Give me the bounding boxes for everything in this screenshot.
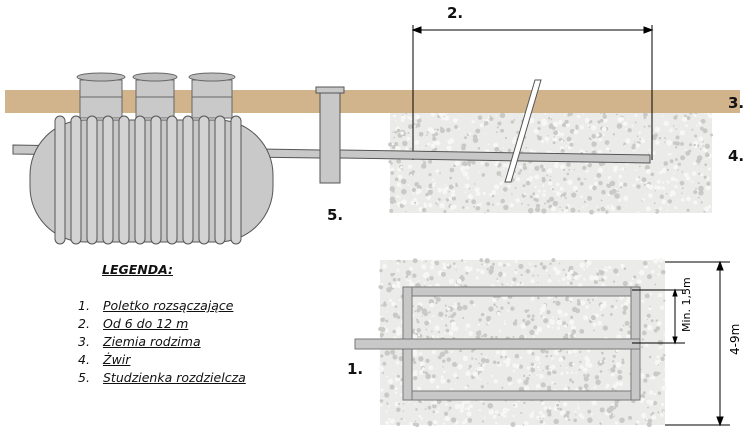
legend-text: Poletko rozsączające [103, 298, 234, 313]
width-label: 4-9m [728, 323, 742, 355]
width-dimension [632, 260, 730, 427]
legend-text: Ziemia rodzima [103, 334, 201, 349]
distribution-box [315, 86, 345, 184]
legend-num: 3. [78, 334, 90, 349]
legend-num: 1. [78, 298, 90, 313]
legend-num: 2. [78, 316, 90, 331]
legend-num: 5. [78, 370, 90, 385]
legend-item: 2. Od 6 do 12 m [78, 315, 246, 333]
legend-text: Od 6 do 12 m [103, 316, 189, 331]
label-1: 1. [347, 360, 364, 378]
label-3: 3. [728, 94, 745, 112]
legend-item: 5. Studzienka rozdzielcza [78, 369, 246, 387]
label-5: 5. [327, 206, 344, 224]
legend-item: 3. Ziemia rodzima [78, 333, 246, 351]
legend-text: Żwir [103, 352, 131, 367]
label-2: 2. [447, 4, 464, 22]
legend-item: 4. Żwir [78, 351, 246, 369]
label-4: 4. [728, 147, 745, 165]
legend: LEGENDA: 1. Poletko rozsączające 2. Od 6 d… [78, 262, 246, 387]
length-dimension [411, 25, 654, 160]
legend-text: Studzienka rozdzielcza [103, 370, 246, 385]
native-soil-layer [5, 90, 740, 113]
break-mark [504, 79, 542, 183]
gravel-bed-side-view [388, 110, 713, 215]
legend-title: LEGENDA: [102, 262, 174, 277]
septic-tank [29, 115, 274, 245]
tank-manholes [76, 72, 236, 119]
min-spacing-label: Min. 1,5m [680, 277, 693, 332]
legend-item: 1. Poletko rozsączające [78, 297, 246, 315]
legend-num: 4. [78, 352, 90, 367]
